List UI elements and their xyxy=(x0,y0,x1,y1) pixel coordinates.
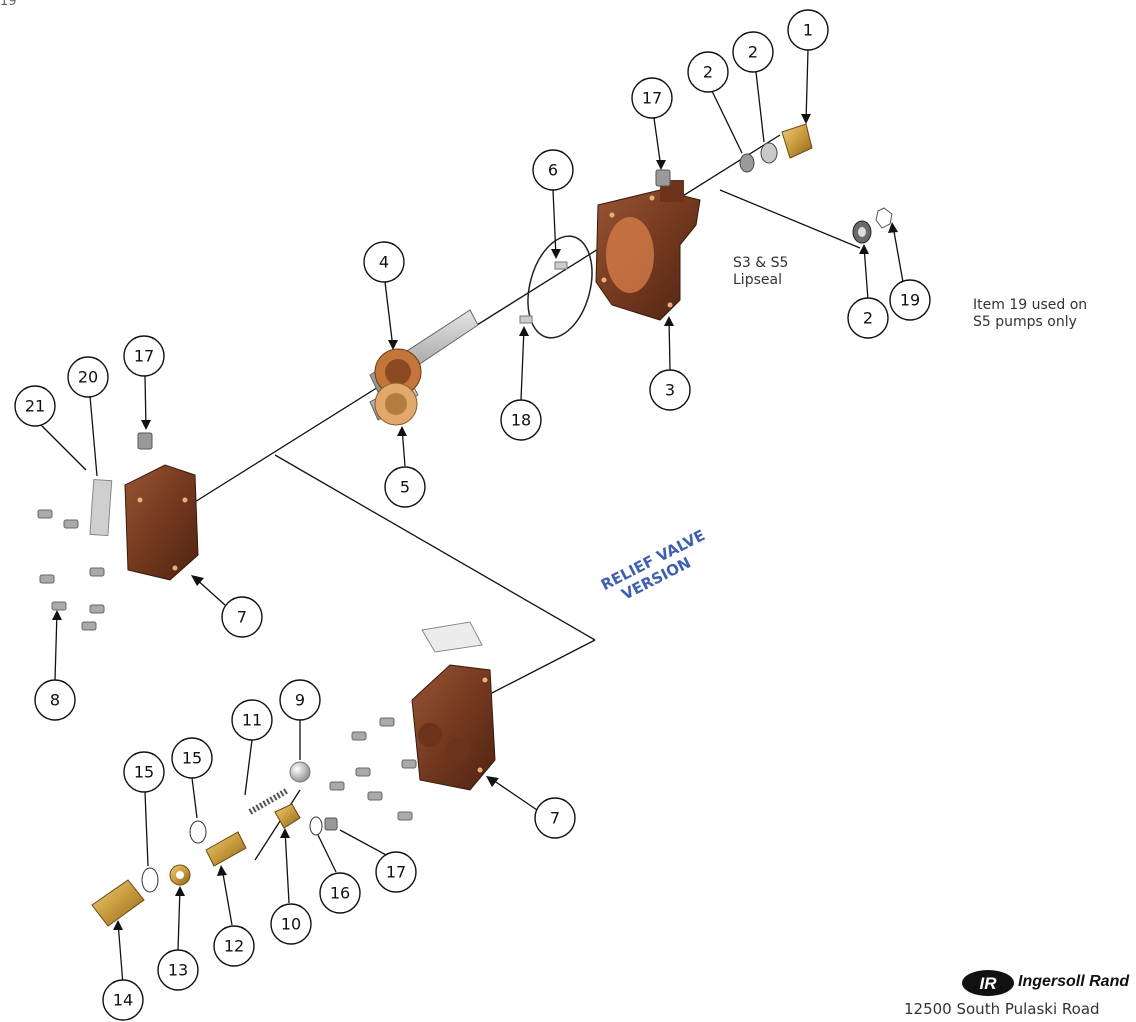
svg-text:2: 2 xyxy=(748,43,758,62)
plug-17-left xyxy=(137,432,153,450)
item19-note: Item 19 used on S5 pumps only xyxy=(973,297,1087,331)
callout-7b: 7 xyxy=(534,797,576,839)
callout-5: 5 xyxy=(384,466,426,508)
callout-4: 4 xyxy=(363,241,405,283)
ir-logo-text: IR xyxy=(980,974,998,993)
callout-6: 6 xyxy=(532,149,574,191)
callout-17a: 17 xyxy=(631,77,673,119)
callout-10: 10 xyxy=(270,903,312,945)
svg-text:17: 17 xyxy=(386,863,406,882)
svg-text:9: 9 xyxy=(295,691,305,710)
callout-20: 20 xyxy=(67,356,109,398)
callout-18: 18 xyxy=(500,399,542,441)
svg-text:17: 17 xyxy=(134,347,154,366)
svg-text:2: 2 xyxy=(863,309,873,328)
callout-14: 14 xyxy=(102,979,144,1021)
svg-text:2: 2 xyxy=(703,63,713,82)
pin-18 xyxy=(519,315,533,324)
svg-text:11: 11 xyxy=(242,711,262,730)
svg-text:14: 14 xyxy=(113,991,133,1010)
svg-text:5: 5 xyxy=(400,478,410,497)
pump-housing xyxy=(595,180,701,321)
assembly-lines xyxy=(189,134,861,861)
nameplate-20 xyxy=(89,478,113,537)
plug-17-top xyxy=(655,169,671,187)
cover-7-relief xyxy=(411,664,496,791)
ir-logo-mark: IR xyxy=(962,970,1014,996)
footer-address: 12500 South Pulaski Road xyxy=(904,1000,1100,1018)
callout-21: 21 xyxy=(14,385,56,427)
callout-2b: 2 xyxy=(732,31,774,73)
relief-valve-parts xyxy=(91,761,338,927)
corner-page-number: 19 xyxy=(0,0,17,9)
cover-7-upper xyxy=(124,464,199,581)
svg-text:21: 21 xyxy=(25,397,45,416)
gear-shafts xyxy=(369,309,479,426)
svg-text:13: 13 xyxy=(168,961,188,980)
callout-15a: 15 xyxy=(123,751,165,793)
svg-text:19: 19 xyxy=(900,291,920,310)
lipseal-parts xyxy=(852,207,893,244)
callout-3: 3 xyxy=(649,369,691,411)
item19-note-line1: Item 19 used on xyxy=(973,297,1088,313)
callout-7a: 7 xyxy=(221,596,263,638)
callout-1: 1 xyxy=(787,9,829,51)
svg-text:20: 20 xyxy=(78,368,98,387)
callout-17b: 17 xyxy=(123,335,165,377)
bolts-8 xyxy=(37,509,105,631)
o-ring-6 xyxy=(527,235,593,339)
svg-text:7: 7 xyxy=(237,608,247,627)
svg-text:3: 3 xyxy=(665,381,675,400)
brand-name: Ingersoll Rand xyxy=(1018,973,1130,990)
svg-text:15: 15 xyxy=(182,749,202,768)
bolts-relief xyxy=(329,717,417,821)
svg-text:10: 10 xyxy=(281,915,301,934)
lipseal-note: S3 & S5 Lipseal xyxy=(733,255,788,289)
callout-2c: 2 xyxy=(847,297,889,339)
pin-6 xyxy=(554,261,568,270)
svg-text:15: 15 xyxy=(134,763,154,782)
svg-text:6: 6 xyxy=(548,161,558,180)
callout-2a: 2 xyxy=(687,51,729,93)
svg-text:17: 17 xyxy=(642,89,662,108)
callout-11: 11 xyxy=(231,699,273,741)
leader-lines xyxy=(39,49,904,986)
item19-note-line2: S5 pumps only xyxy=(973,314,1077,330)
svg-text:1: 1 xyxy=(803,21,813,40)
svg-text:18: 18 xyxy=(511,411,531,430)
svg-text:8: 8 xyxy=(50,691,60,710)
ingersoll-rand-logo: IR Ingersoll Rand xyxy=(958,968,1129,998)
svg-text:16: 16 xyxy=(330,884,350,903)
callout-15b: 15 xyxy=(171,737,213,779)
nameplate-relief xyxy=(421,621,483,653)
lipseal-note-line2: Lipseal xyxy=(733,272,782,288)
svg-text:7: 7 xyxy=(550,809,560,828)
svg-text:12: 12 xyxy=(224,937,244,956)
callout-17c: 17 xyxy=(375,851,417,893)
callout-13: 13 xyxy=(157,949,199,991)
callout-12: 12 xyxy=(213,925,255,967)
seal-parts-top xyxy=(739,123,813,173)
lipseal-note-line1: S3 & S5 xyxy=(733,255,789,271)
callout-19: 19 xyxy=(889,279,931,321)
callout-8: 8 xyxy=(34,679,76,721)
callout-16: 16 xyxy=(319,872,361,914)
callout-9: 9 xyxy=(279,679,321,721)
svg-text:4: 4 xyxy=(379,253,389,272)
